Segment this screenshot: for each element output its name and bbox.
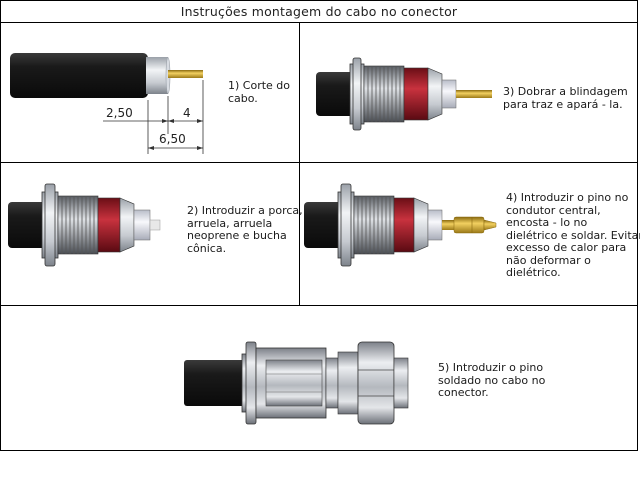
step-2-line-4: cônica.	[187, 241, 227, 255]
outer-border-bottom	[0, 450, 638, 451]
dimension-label-2-50: 2,50	[106, 106, 133, 120]
step-4-insert-pin-drawing	[304, 183, 497, 267]
step-5-text: 5) Introduzir o pino soldado no cabo no …	[438, 361, 546, 400]
step-4-line-2: condutor central,	[506, 203, 601, 217]
step-1-cable-cut-drawing	[10, 53, 204, 154]
step-4-line-7: dielétrico.	[506, 266, 561, 279]
step-4-line-6: não deformar o	[506, 253, 591, 267]
outer-border-left	[0, 0, 1, 451]
step-3-line-2: para traz e apará - la.	[503, 97, 623, 111]
step-4-line-3: encosta - lo no	[506, 216, 588, 229]
step-5-assembled-connector-drawing	[184, 341, 409, 425]
dimension-label-4: 4	[183, 106, 191, 120]
outer-border-top	[0, 0, 638, 1]
center-pin	[168, 70, 203, 78]
outer-border-right	[637, 0, 638, 451]
step-5-line-1: 5) Introduzir o pino	[438, 361, 544, 374]
step-3-text: 3) Dobrar a blindagem para traz e apará …	[503, 85, 628, 111]
sheet-title: Instruções montagem do cabo no conector	[180, 4, 458, 19]
step-4-line-5: excesso de calor para	[506, 241, 627, 254]
step-4-line-4: dielétrico e soldar. Evitar	[506, 228, 640, 242]
column-divider	[299, 22, 300, 305]
step-2-line-3: neoprene e bucha	[187, 229, 287, 242]
dimension-label-6-50: 6,50	[159, 132, 186, 146]
step-1-line-1: 1) Corte do	[228, 79, 291, 92]
row-divider-1	[0, 162, 638, 163]
step-1-line-2: cabo.	[228, 91, 258, 105]
step-5-line-2: soldado no cabo no	[438, 373, 546, 387]
step-2-line-2: arruela, arruela	[187, 216, 273, 230]
title-divider	[0, 22, 638, 23]
step-2-text: 2) Introduzir a porca, arruela, arruela …	[187, 204, 303, 255]
cable-shield	[146, 57, 168, 94]
step-3-fold-shield-drawing	[316, 57, 492, 131]
row-divider-2	[0, 305, 638, 306]
step-3-line-1: 3) Dobrar a blindagem	[503, 85, 628, 98]
step-4-text: 4) Introduzir o pino no condutor central…	[506, 191, 640, 280]
cable-jacket	[10, 53, 148, 98]
step-4-line-1: 4) Introduzir o pino no	[506, 191, 629, 204]
step-5-line-3: conector.	[438, 386, 489, 399]
step-2-line-1: 2) Introduzir a porca,	[187, 204, 303, 217]
step-1-text: 1) Corte do cabo.	[228, 79, 291, 105]
step-2-insert-nut-drawing	[8, 183, 161, 267]
